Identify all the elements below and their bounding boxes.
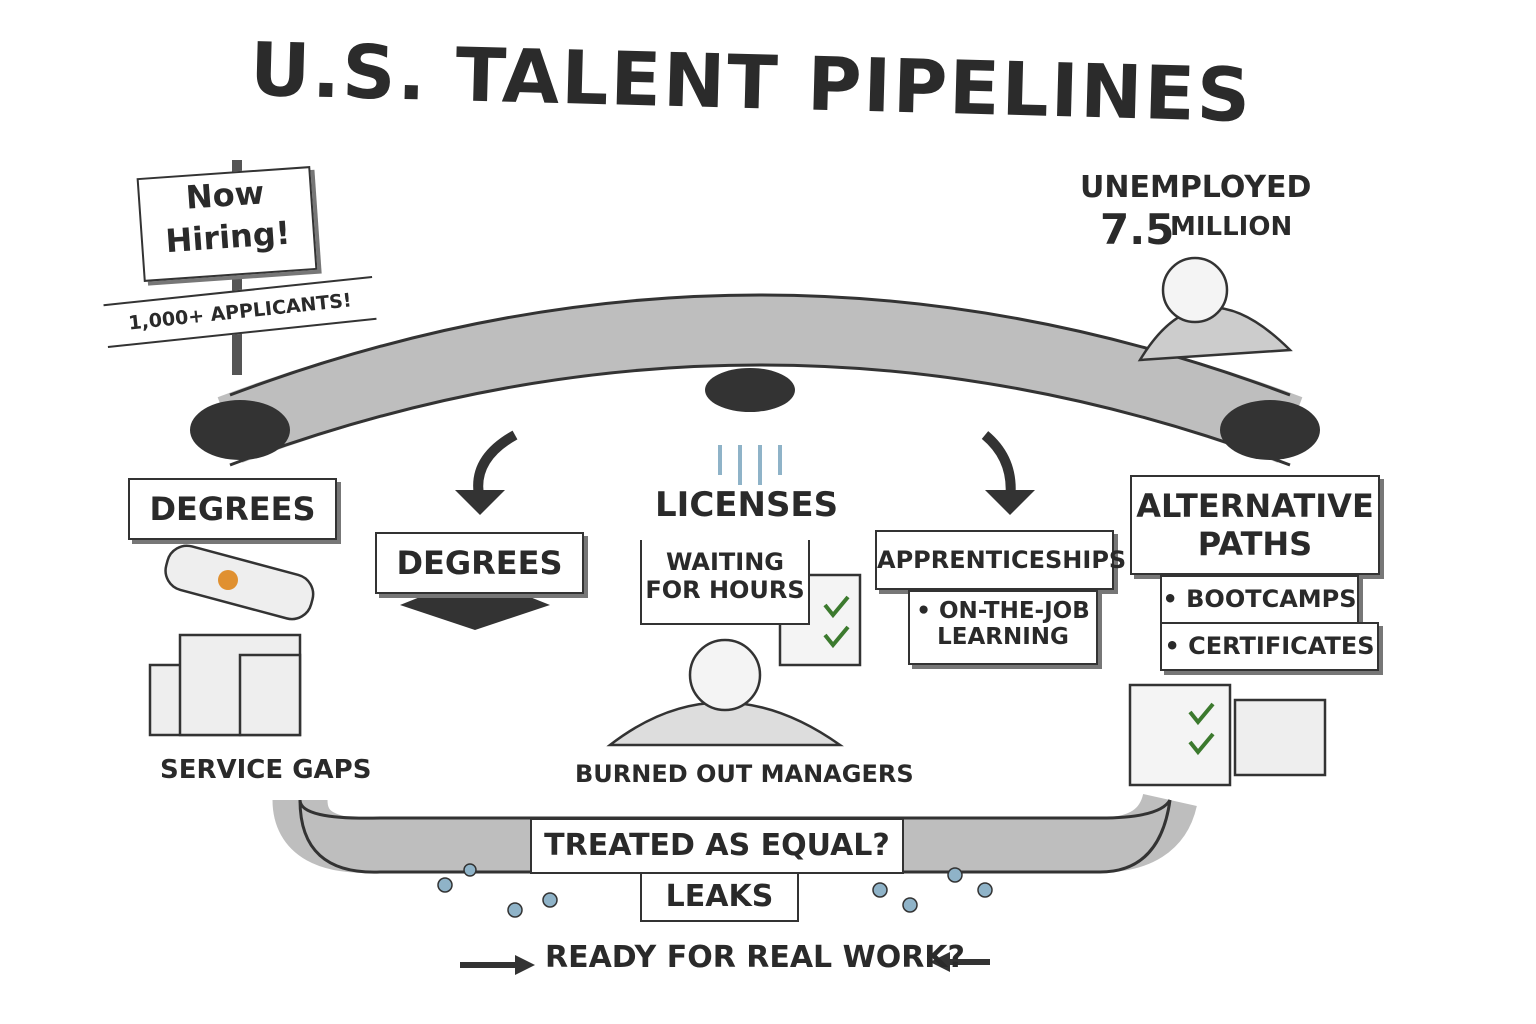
top-pipe [217,295,1303,463]
diploma-icon [164,544,315,621]
pipe-outlet-left [190,400,290,460]
buildings-icon [148,633,302,737]
calendar-icon [1233,698,1327,777]
ready-for-real-work: READY FOR REAL WORK? [545,940,965,975]
clipboard-icon-2 [1128,683,1327,787]
leaks-box: LEAKS [640,872,799,922]
unemployed-person-icon [1137,256,1293,362]
waiting-box: WAITING FOR HOURS [640,540,810,625]
graduation-cap-icon [400,575,550,630]
degrees-left-box: DEGREES [128,478,337,540]
burned-out-caption: BURNED OUT MANAGERS [575,760,914,788]
bottom-pipe [272,792,1197,873]
alternative-paths-box: ALTERNATIVE PATHS [1130,475,1380,575]
treated-as-equal-box: TREATED AS EQUAL? [530,818,904,874]
pipe-outlet-right [1220,400,1320,460]
unemployed-label: UNEMPLOYED [1080,170,1312,205]
licenses-label: LICENSES [655,485,839,525]
now-hiring-sign: Now Hiring! [136,166,318,282]
apprenticeships-box: APPRENTICESHIPS [875,530,1126,590]
on-the-job-box: • ON-THE-JOB LEARNING [908,590,1098,665]
unemployed-unit: MILLION [1170,212,1293,242]
unemployed-number: 7.5 [1100,205,1175,254]
service-gaps-caption: SERVICE GAPS [160,755,372,785]
certificates-box: • CERTIFICATES [1160,622,1379,671]
stressed-manager-icon [606,638,844,747]
seal-icon [218,570,238,590]
water-flow [718,445,782,485]
pipe-outlet-center [705,368,795,412]
leak-drops [437,863,993,918]
degrees-box: DEGREES [375,532,584,594]
bootcamps-box: • BOOTCAMPS [1160,575,1359,624]
